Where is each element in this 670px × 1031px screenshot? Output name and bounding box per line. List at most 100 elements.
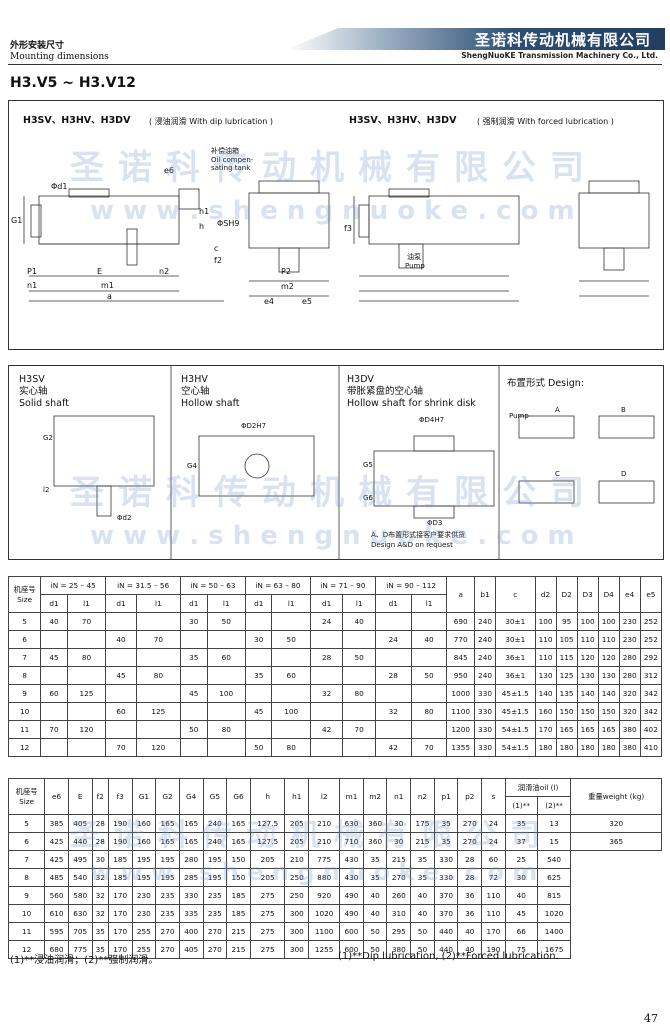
table-cell: 45±1.5 [495,684,536,703]
table-cell: 28 [309,648,344,667]
table-cell: 310 [386,904,412,923]
table-cell: 360 [362,832,388,851]
table-cell: 50 [244,738,273,757]
table-cell: 185 [107,850,133,869]
table-cell: 11 [7,720,42,739]
shrink-disk-title: H3DV [347,374,374,385]
t2-col-header: G1 [131,778,157,815]
table-cell: 380 [618,720,641,739]
table-cell [40,702,68,721]
t2-col-header: f2 [91,778,109,815]
table-cell: 610 [44,904,69,923]
t2-col-header: e6 [44,778,69,815]
table-cell: 705 [67,922,93,941]
table-cell: 42 [374,738,412,757]
svg-text:e5: e5 [302,297,312,306]
table-cell: 80 [410,702,448,721]
design-B: B [621,406,626,414]
table-cell [342,738,376,757]
table-cell: 115 [555,648,578,667]
table-cell: 100 [534,612,557,631]
label-D4: ΦD4H7 [419,416,445,424]
svg-text:m2: m2 [281,282,294,291]
hollow-shaft-en: Hollow shaft [181,398,240,409]
table-cell: 42 [309,720,344,739]
label-G5: G5 [363,461,373,469]
table-cell: 250 [284,886,310,905]
table-cell: 28 [457,850,483,869]
t2-col-header: E [67,778,93,815]
table-cell: 105 [555,630,578,649]
table-cell: 270 [202,940,228,959]
table-cell: 330 [473,684,497,703]
table-cell: 30±1 [495,630,536,649]
t2-oil-sub-header: (2)** [536,796,572,815]
table-cell [410,612,448,631]
table-cell [410,684,448,703]
table-cell: 440 [433,940,459,959]
model-range: H3.V5 ~ H3.V12 [10,75,136,91]
t2-col-header: s [481,778,506,815]
table-cell: 595 [44,922,69,941]
table-cell: 240 [473,666,497,685]
table-cell: 630 [67,904,93,923]
table-cell: 405 [67,814,93,833]
label-G4: G4 [187,462,197,470]
table-cell: 165 [226,814,251,833]
table-cell: 150 [597,702,620,721]
section-title-en: Mounting dimensions [10,52,109,62]
table-cell [180,666,208,685]
t1-col-header: D3 [576,576,599,613]
table-cell: 280 [618,648,641,667]
table-cell: 32 [374,702,412,721]
table-cell [271,684,311,703]
table-cell [135,648,182,667]
table-cell: 45 [244,702,273,721]
t1-sub-header: l1 [135,594,182,613]
table-cell: 24 [309,612,344,631]
table-cell [206,666,246,685]
table-cell: 215 [386,850,412,869]
table-cell: 490 [339,886,364,905]
table-cell: 270 [155,922,180,941]
table-cell: 815 [536,886,572,905]
table-cell: 710 [339,832,364,851]
table-cell: 230 [618,630,641,649]
svg-text:e4: e4 [264,297,274,306]
table-cell [271,720,311,739]
table-cell: 320 [618,702,641,721]
table-cell: 40 [410,886,435,905]
table-cell: 45 [40,648,68,667]
table-cell: 45 [105,666,137,685]
table-cell [180,630,208,649]
footnote-cn: (1)**浸油润滑；(2)**强制润滑。 [10,955,159,966]
table-cell: 300 [284,922,310,941]
table-cell: 45±1.5 [495,702,536,721]
table-cell [244,648,273,667]
svg-text:e6: e6 [164,166,174,175]
table-cell: 80 [342,684,376,703]
table-cell [105,720,137,739]
table-cell [374,684,412,703]
table-cell: 10 [7,702,42,721]
t1-ratio-header: iN = 25 – 45 [40,576,107,595]
svg-text:n2: n2 [159,267,169,276]
table-cell: 40 [410,630,448,649]
t1-col-header: b1 [473,576,497,613]
t2-weight-header: 重量weight (kg) [570,778,662,815]
table-cell [244,612,273,631]
table-cell: 360 [362,814,388,833]
table-cell: 240 [473,630,497,649]
table-cell: 110 [481,886,506,905]
shrink-disk-en: Hollow shaft for shrink disk [347,398,476,409]
table-cell: 270 [457,832,483,851]
left-drawing-subtitle: ( 浸油润滑 With dip lubrication ) [149,117,274,126]
table-cell [206,738,246,757]
table-cell: 185 [226,886,251,905]
table-cell: 125 [135,702,182,721]
table-cell [374,720,412,739]
